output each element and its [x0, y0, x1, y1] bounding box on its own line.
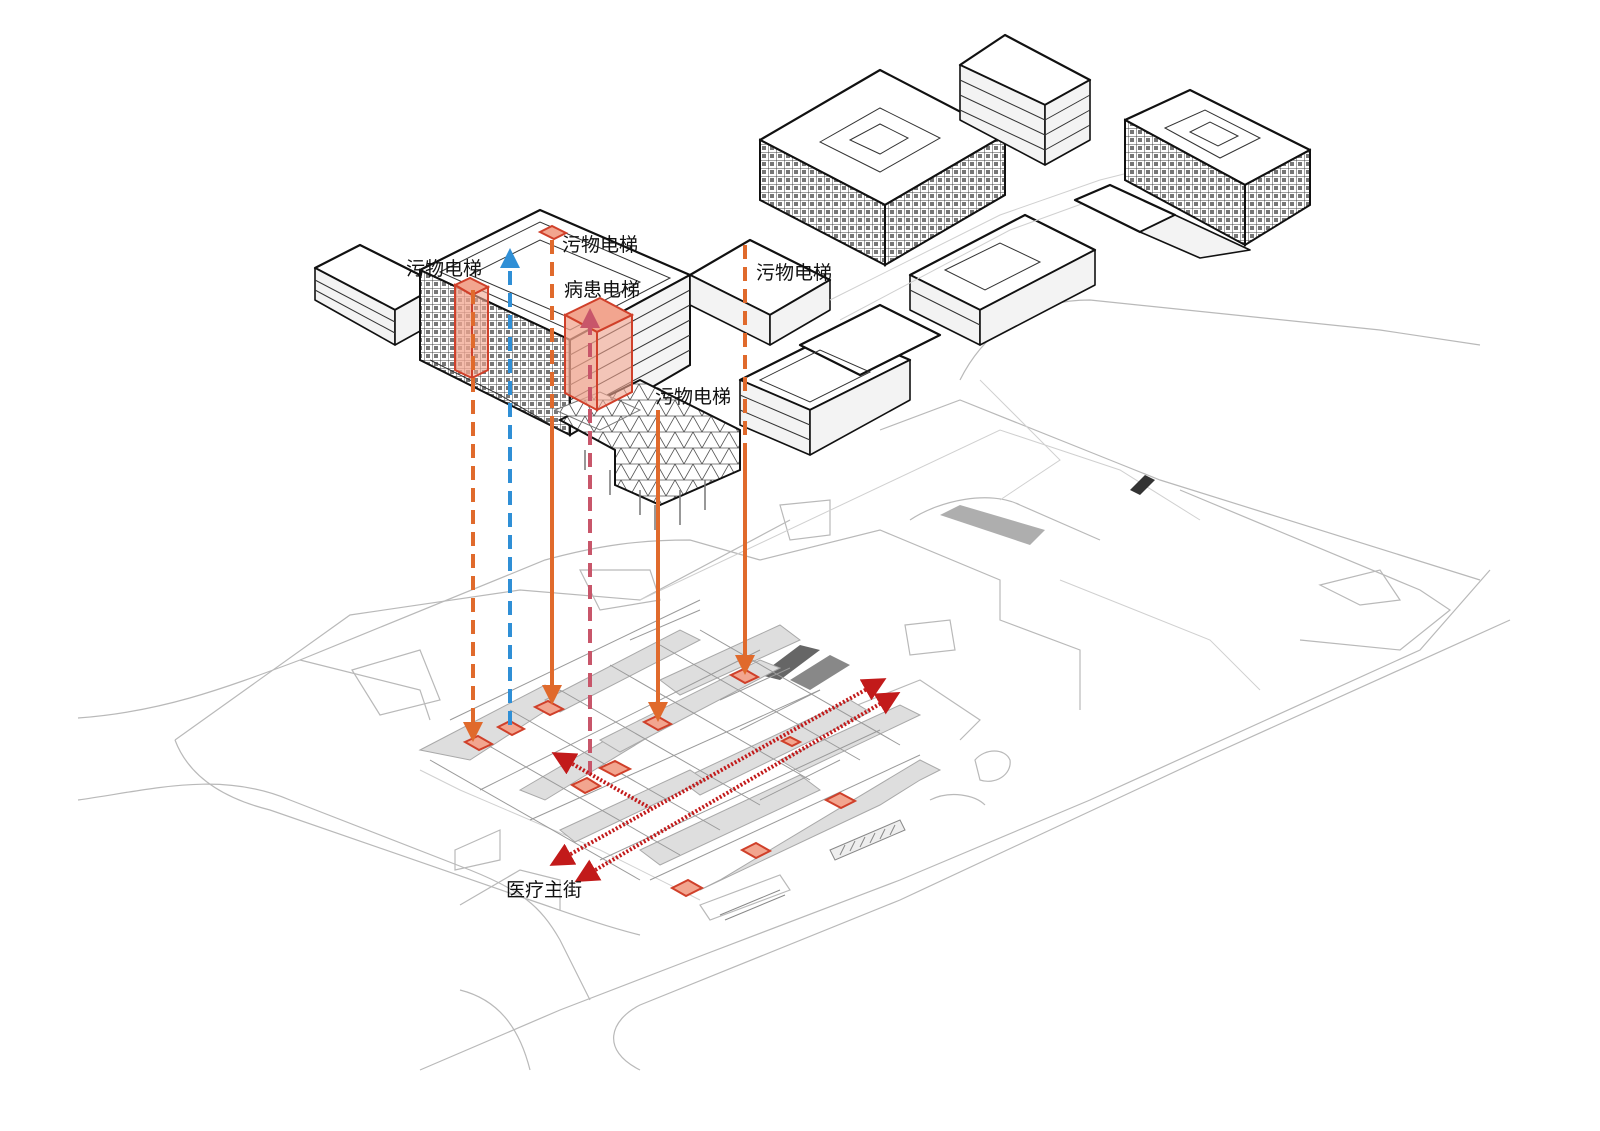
label-dirty-elevator-top: 污物电梯: [562, 234, 638, 256]
linear-building: [738, 169, 1141, 456]
street-arrow-cross: [551, 752, 651, 810]
building-block-mid: [688, 238, 832, 346]
marker-clean: [495, 719, 527, 737]
dirty-elevator-shaft-left: [452, 276, 491, 380]
circulation-arrows: [463, 240, 755, 775]
label-medical-street: 医疗主街: [506, 879, 582, 901]
canopy-roof: [553, 378, 741, 530]
street-arrow-lower: [574, 691, 901, 883]
label-dirty-elevator-middle: 污物电梯: [655, 386, 731, 408]
marker-e: [669, 878, 705, 898]
labels: 污物电梯 污物电梯 污物电梯 病患电梯 污物电梯 医疗主街: [406, 234, 832, 901]
right-building-courtyard: [1073, 88, 1312, 259]
label-dirty-elevator-left: 污物电梯: [406, 258, 482, 280]
buildings: [313, 33, 1312, 530]
label-patient-elevator: 病患电梯: [564, 279, 640, 301]
patient-elevator-shaft: [562, 296, 635, 412]
label-dirty-elevator-right: 污物电梯: [756, 262, 832, 284]
upper-block-tall: [958, 33, 1092, 166]
dirty-elevator-roof-marker: [537, 224, 569, 241]
medical-street-arrows: [549, 678, 901, 883]
